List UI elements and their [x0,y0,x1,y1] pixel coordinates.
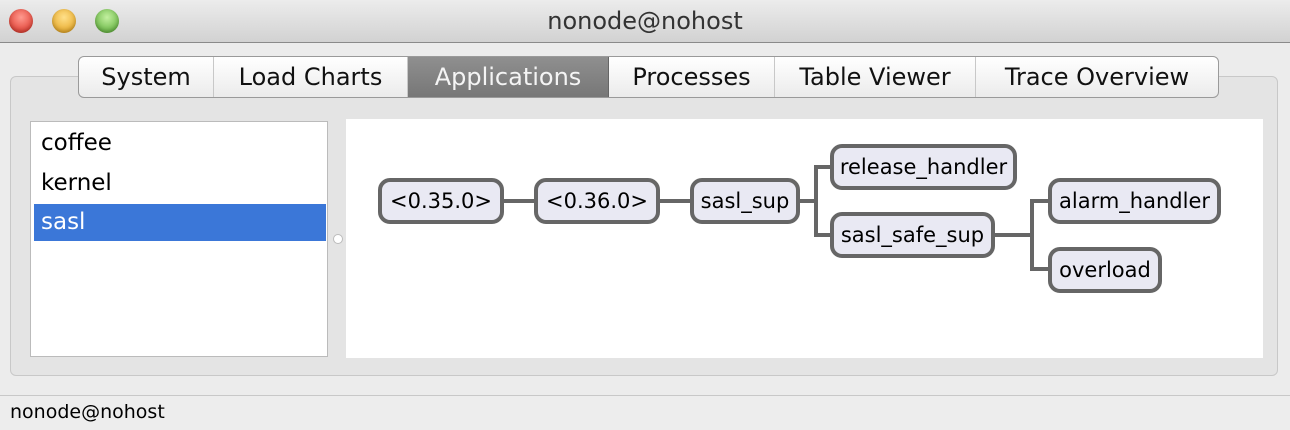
tab-load-charts[interactable]: Load Charts [214,57,408,97]
list-item-coffee[interactable]: coffee [41,130,112,156]
tab-table-viewer[interactable]: Table Viewer [775,57,976,97]
list-item-kernel[interactable]: kernel [41,170,112,196]
connector [1030,199,1048,203]
list-item-sasl[interactable]: sasl [34,204,326,241]
tab-applications[interactable]: Applications [408,57,609,97]
connector [800,199,816,203]
status-bar: nonode@nohost [0,395,1290,430]
tab-trace-overview[interactable]: Trace Overview [1004,63,1190,91]
process-node[interactable]: <0.36.0> [534,178,660,224]
connector [660,199,690,203]
zoom-button[interactable] [95,9,119,33]
tab-system[interactable]: System [79,57,214,97]
connector [995,233,1033,237]
process-node[interactable]: overload [1048,247,1162,293]
tab-bar: System Load Charts Applications Processe… [78,56,1219,98]
application-list[interactable]: coffee kernel sasl [30,121,328,357]
connector [504,199,534,203]
splitter-handle[interactable] [333,234,343,244]
process-node[interactable]: sasl_sup [690,178,800,224]
connector [1030,199,1034,271]
title-bar: nonode@nohost [0,0,1290,43]
close-button[interactable] [9,9,33,33]
process-tree-canvas: <0.35.0> <0.36.0> sasl_sup release_handl… [346,119,1263,358]
connector [814,165,818,237]
process-node[interactable]: <0.35.0> [378,178,504,224]
window-title: nonode@nohost [547,7,743,35]
connector [814,233,830,237]
process-node[interactable]: sasl_safe_sup [830,212,995,258]
process-node[interactable]: alarm_handler [1048,178,1221,224]
connector [814,165,830,169]
connector [1030,267,1048,271]
tab-processes[interactable]: Processes [609,57,775,97]
process-node[interactable]: release_handler [830,144,1017,190]
minimize-button[interactable] [52,9,76,33]
